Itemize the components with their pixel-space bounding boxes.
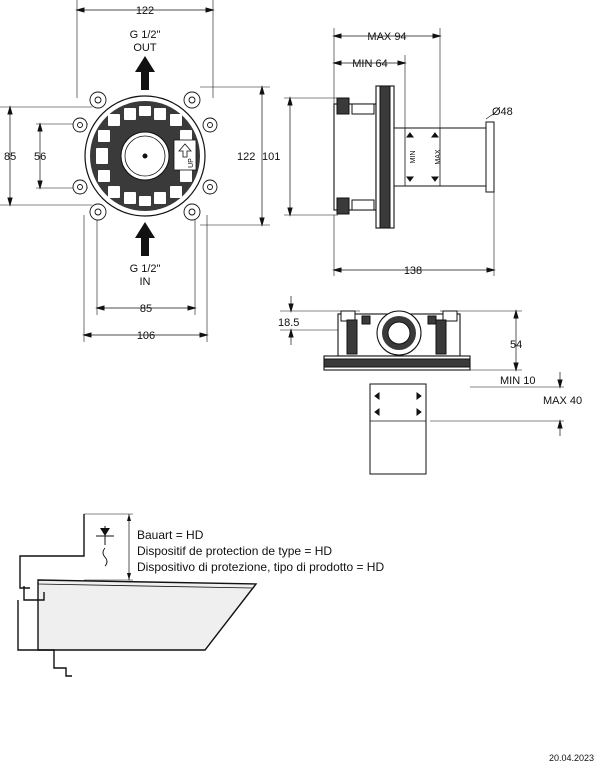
note-line-it: Dispositivo di protezione, tipo di prodo… — [137, 560, 384, 574]
dim-max-depth: MAX 94 — [367, 31, 406, 43]
front-view — [0, 0, 270, 342]
dim-side-height: 101 — [262, 151, 280, 163]
up-mark: UP — [188, 158, 195, 168]
protection-sketch — [17, 513, 258, 677]
outlet-arrow-icon — [135, 56, 155, 90]
dim-min-wall: MIN 10 — [500, 375, 535, 387]
sleeve-min-mark: MIN — [410, 151, 417, 164]
dim-min-depth: MIN 64 — [352, 58, 387, 70]
mounting-ears — [72, 91, 218, 221]
outlet-direction-label: OUT — [133, 42, 157, 54]
dim-width-bottom-inner: 85 — [140, 303, 152, 315]
dim-top-offset: 18.5 — [278, 317, 299, 329]
drawing-date: 20.04.2023 — [548, 753, 594, 763]
inlet-thread-label: G 1/2" — [130, 263, 161, 275]
dim-side-length: 138 — [404, 265, 422, 277]
note-line-de: Bauart = HD — [137, 528, 204, 542]
dim-width-bottom-outer: 106 — [137, 330, 155, 342]
note-line-fr: Dispositif de protection de type = HD — [137, 544, 332, 558]
inlet-direction-label: IN — [140, 276, 151, 288]
dim-width-top: 122 — [136, 5, 154, 17]
dim-height-outer: 85 — [4, 151, 16, 163]
outlet-thread-label: G 1/2" — [130, 29, 161, 41]
dim-height-inner: 56 — [34, 151, 46, 163]
side-view — [284, 28, 497, 276]
dim-max-wall: MAX 40 — [543, 395, 582, 407]
sleeve-max-mark: MAX — [435, 149, 442, 165]
dim-diameter: Ø48 — [492, 106, 513, 118]
dim-height-right: 122 — [237, 151, 255, 163]
inlet-arrow-icon — [135, 222, 155, 256]
dim-top-height: 54 — [510, 339, 522, 351]
top-view — [280, 296, 564, 475]
